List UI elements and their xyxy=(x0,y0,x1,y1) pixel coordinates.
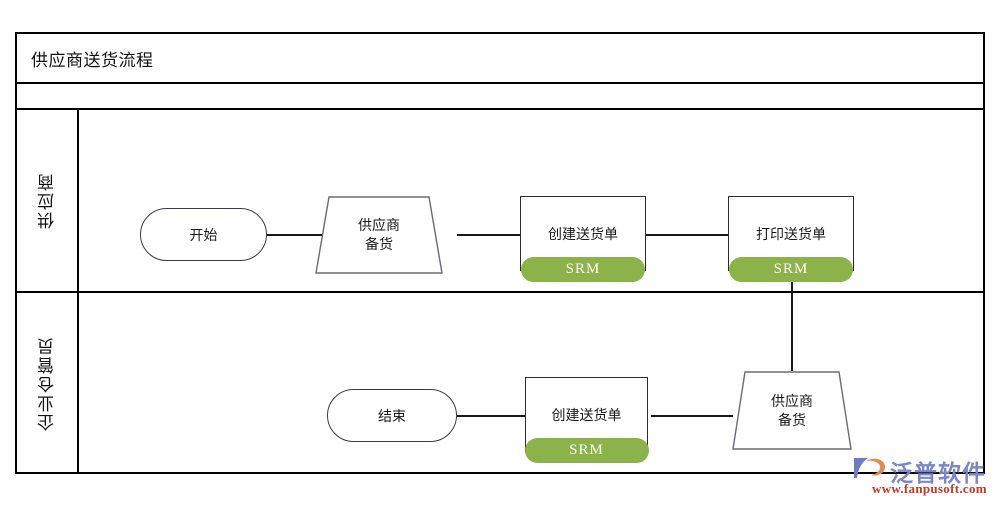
watermark: 泛普软件 www.fanpusoft.com xyxy=(852,454,992,500)
watermark-brand: 泛普软件 xyxy=(890,460,986,486)
swimlane-label-supplier: 供应商 xyxy=(17,110,79,291)
swimlane-canvas-supplier: 开始 供应商 备货 创建送货单 SRM xyxy=(79,110,983,319)
trapezoid-shape-icon xyxy=(732,371,852,450)
swimlane-supplier: 供应商 开始 xyxy=(17,110,983,319)
node-prepare-goods-top[interactable]: 供应商 备货 xyxy=(315,196,443,274)
node-end[interactable]: 结束 xyxy=(327,389,457,442)
swimlane-warehouse-keeper: 企业仓管员 结束 创建送货单 SRM xyxy=(17,293,983,474)
swimlane-label-supplier-text: 供应商 xyxy=(37,172,57,229)
page-title: 供应商送货流程 xyxy=(31,50,154,70)
connector-print-to-prepare-bottom-lower xyxy=(791,293,793,371)
connector-prepare-bottom-to-create-bottom xyxy=(651,415,733,417)
badge-srm-create-top: SRM xyxy=(521,257,645,282)
badge-srm-print: SRM xyxy=(729,257,853,282)
connector-prepare-to-create xyxy=(457,234,521,236)
trapezoid-shape-icon xyxy=(315,196,443,274)
fanpu-logo-icon xyxy=(854,458,885,478)
swimlane-label-warehouse-keeper: 企业仓管员 xyxy=(17,293,79,474)
swimlane-canvas-warehouse-keeper: 结束 创建送货单 SRM 供应商 备货 xyxy=(79,293,983,474)
swimlane-container: 供应商 开始 xyxy=(17,110,983,474)
node-print-delivery-note[interactable]: 打印送货单 SRM xyxy=(728,196,854,282)
connector-start-to-prepare xyxy=(267,234,329,236)
node-print-delivery-note-label: 打印送货单 xyxy=(756,225,826,242)
swimlane-diagram-frame: 供应商送货流程 供应商 开始 xyxy=(15,32,985,474)
connector-create-bottom-to-end xyxy=(457,415,526,417)
node-create-delivery-note-bottom[interactable]: 创建送货单 SRM xyxy=(524,377,649,463)
node-end-label: 结束 xyxy=(378,407,406,424)
node-create-delivery-note-top-label: 创建送货单 xyxy=(548,225,618,242)
node-create-delivery-note-top[interactable]: 创建送货单 SRM xyxy=(520,196,646,282)
watermark-url: www.fanpusoft.com xyxy=(872,481,987,496)
diagram-subtitle-band xyxy=(17,84,983,110)
connector-create-to-print xyxy=(645,234,729,236)
node-start[interactable]: 开始 xyxy=(140,208,267,261)
node-start-label: 开始 xyxy=(189,226,218,243)
node-prepare-goods-bottom[interactable]: 供应商 备货 xyxy=(732,371,852,450)
node-create-delivery-note-bottom-label: 创建送货单 xyxy=(551,406,622,423)
swimlane-label-warehouse-keeper-text: 企业仓管员 xyxy=(37,336,57,431)
diagram-title-band: 供应商送货流程 xyxy=(17,34,983,84)
badge-srm-create-bottom: SRM xyxy=(524,438,649,463)
